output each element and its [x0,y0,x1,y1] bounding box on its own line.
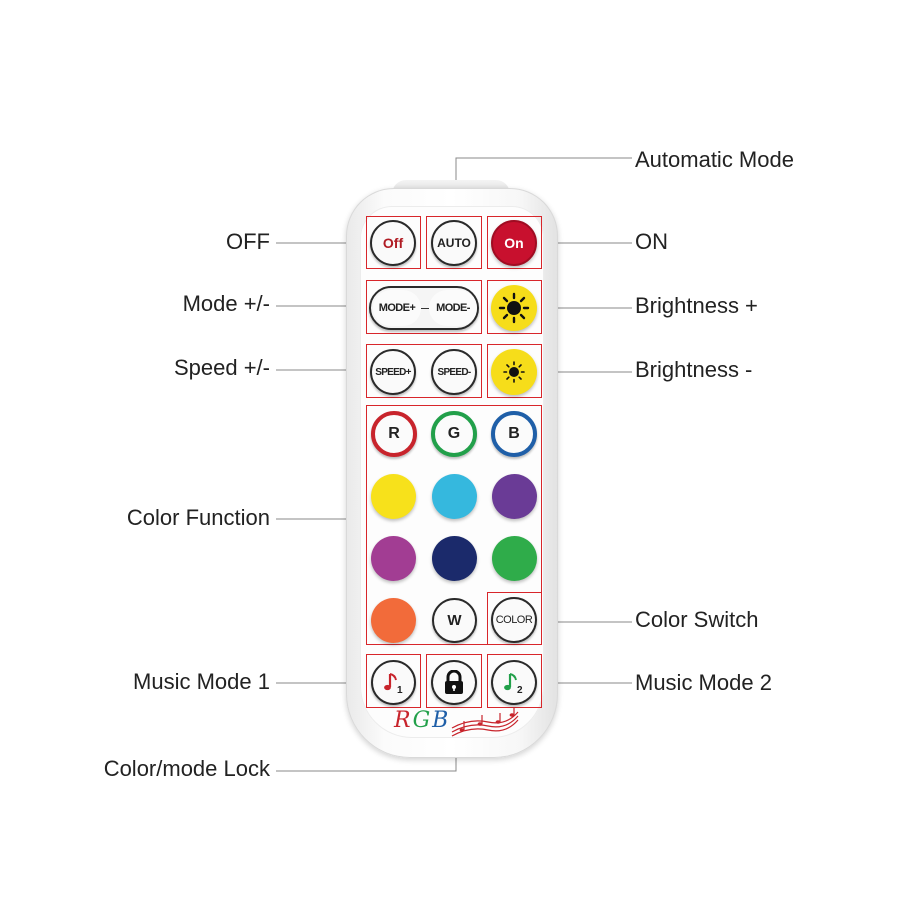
red-button-label: R [388,425,400,442]
auto-button-label: AUTO [437,236,471,250]
red-button[interactable]: R [371,411,417,457]
brightness-down-button[interactable] [491,349,537,395]
blue-button-label: B [508,425,520,442]
color-purple-button[interactable] [492,474,537,519]
logo-b: B [432,708,451,733]
rgb-logo: RGB [394,708,450,733]
label-color-function: Color Function [126,505,270,530]
label-color-mode-lock: Color/mode Lock [103,756,270,781]
color-cyan-button[interactable] [432,474,477,519]
logo-r: R [394,708,413,733]
lock-button[interactable] [431,660,477,705]
label-mode: Mode +/- [182,291,270,316]
highlight-color-function [366,405,542,645]
sun-small-icon [503,361,525,383]
highlight-lock [426,654,482,708]
highlight-off [366,216,421,269]
highlight-brightness-down [487,344,542,398]
on-button[interactable]: On [491,220,537,266]
blue-button[interactable]: B [491,411,537,457]
highlight-color-switch [487,592,542,645]
label-automatic-mode: Automatic Mode [635,147,794,172]
label-music-mode-2: Music Mode 2 [635,670,772,695]
color-switch-button[interactable]: COLOR [491,597,537,643]
label-brightness-up: Brightness + [635,293,758,318]
music-note-icon: 1 [383,672,403,696]
speed-minus-label: SPEED- [437,366,471,378]
color-orange-button[interactable] [371,598,416,643]
green-button-label: G [447,425,461,442]
mode-minus-label: MODE- [436,302,470,314]
music-1-subscript: 1 [397,685,403,696]
mode-plus-label: MODE+ [378,302,416,314]
color-navy-button[interactable] [432,536,477,581]
green-button[interactable]: G [431,411,477,457]
color-green-button[interactable] [492,536,537,581]
music-mode-2-button[interactable]: 2 [491,660,537,705]
logo-g: G [412,708,433,733]
off-button[interactable]: Off [370,220,416,266]
color-switch-label: COLOR [495,614,533,626]
label-on: ON [635,229,668,254]
label-brightness-down: Brightness - [635,357,753,382]
highlight-mode [366,280,482,334]
label-music-mode-1: Music Mode 1 [133,669,270,694]
auto-button[interactable]: AUTO [431,220,477,266]
highlight-auto [426,216,482,269]
speed-minus-button[interactable]: SPEED- [431,349,477,395]
speed-plus-button[interactable]: SPEED+ [370,349,416,395]
highlight-speed [366,344,482,398]
music-mode-1-button[interactable]: 1 [371,660,416,705]
mode-minus-button[interactable]: MODE- [429,290,477,326]
mode-divider [421,308,429,309]
label-off: OFF [226,229,270,254]
music-note-icon: 2 [504,672,523,696]
mode-rocker: MODE+ MODE- [369,286,479,330]
music-staff-icon [451,707,519,737]
mode-plus-button[interactable]: MODE+ [373,290,421,326]
highlight-music-1 [366,654,421,708]
label-color-switch: Color Switch [635,607,759,632]
color-yellow-button[interactable] [371,474,416,519]
sun-large-icon [498,292,530,324]
speed-plus-label: SPEED+ [375,366,411,378]
lock-icon [445,669,463,694]
off-button-label: Off [382,235,404,251]
highlight-on [487,216,542,269]
highlight-brightness-up [487,280,542,334]
brightness-up-button[interactable] [491,285,537,331]
white-button-label: W [447,612,462,629]
color-magenta-button[interactable] [371,536,416,581]
white-button[interactable]: W [432,598,477,643]
label-speed: Speed +/- [173,355,270,380]
music-2-subscript: 2 [517,685,523,696]
on-button-label: On [504,235,524,251]
